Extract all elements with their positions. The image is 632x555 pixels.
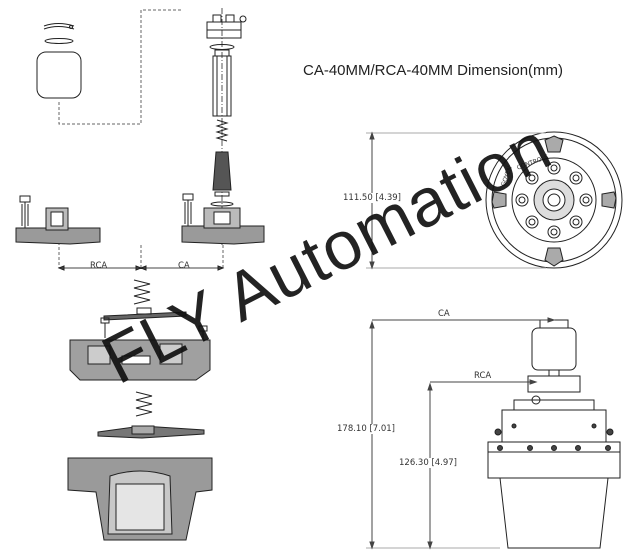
center-valve-body	[181, 193, 265, 245]
pilot-cover	[206, 14, 247, 39]
main-spring	[133, 279, 151, 305]
assembly-guide-lines	[58, 9, 224, 270]
plunger-seal	[210, 201, 234, 207]
left-valve-body	[15, 195, 101, 245]
label-ca-right: CA	[438, 309, 450, 319]
dim-top-height: 111.50 [4.39]	[342, 193, 403, 203]
bottom-dimension-lines	[366, 320, 500, 550]
plunger	[212, 151, 232, 197]
page-title: CA-40MM/RCA-40MM Dimension(mm)	[303, 62, 564, 79]
diaphragm-lower	[97, 425, 205, 439]
right-ca-rca-lines	[372, 317, 556, 385]
diaphragm-upper	[103, 307, 187, 321]
plunger-spring	[215, 119, 229, 142]
dim-total-height: 178.10 [7.01]	[336, 424, 397, 434]
coil-cap	[36, 51, 82, 99]
lower-spring	[135, 391, 153, 417]
label-rca-left: RCA	[90, 261, 108, 271]
label-rca-right: RCA	[474, 371, 492, 381]
left-dimension-line	[57, 265, 225, 271]
retaining-clip	[43, 23, 75, 30]
valve-bonnet	[69, 339, 211, 381]
dim-lower-height: 126.30 [4.97]	[398, 458, 459, 468]
valve-top-view	[485, 131, 623, 269]
label-ca-left: CA	[178, 261, 190, 271]
plunger-tube	[209, 44, 235, 117]
valve-side-view	[487, 319, 621, 549]
o-ring	[44, 38, 74, 44]
valve-base-body	[67, 457, 213, 541]
